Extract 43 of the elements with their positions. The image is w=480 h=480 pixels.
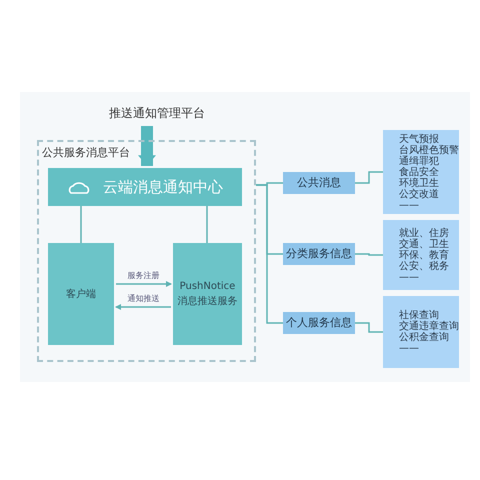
connector-line	[206, 206, 208, 243]
thick-arrow	[138, 126, 156, 166]
arrow	[115, 304, 171, 310]
node-label: 分类服务信息	[286, 246, 352, 262]
node-label: 公共消息	[297, 174, 341, 191]
list-item: 通缉罪犯	[399, 156, 439, 166]
node-label: 个人服务信息	[286, 314, 352, 331]
list-item: 台风橙色预警	[399, 144, 459, 156]
list-item: 交通违章查询	[399, 321, 459, 332]
node-label: 推送通知管理平台	[109, 105, 205, 122]
list-item: ——	[399, 272, 420, 282]
category-box	[283, 172, 355, 194]
connector-line	[355, 253, 383, 256]
list-item: 公交改道	[399, 188, 440, 200]
node-label: PushNotice 消息推送服务	[177, 280, 238, 309]
list-item: 就业、住房	[399, 228, 450, 238]
connector-line	[256, 184, 283, 324]
list-item: 食品安全	[399, 166, 440, 178]
edge-label: 服务注册	[128, 271, 160, 281]
node-label: 客户端	[66, 288, 96, 302]
node-label: 云端消息通知中心	[103, 176, 223, 198]
list-item: 社保查询	[399, 310, 439, 321]
connector-line	[355, 322, 383, 333]
service-box	[48, 243, 114, 345]
list-item: ——	[399, 200, 420, 210]
service-box	[173, 243, 242, 345]
list-item: 公安、税务	[399, 260, 450, 272]
topic-list-box	[383, 130, 459, 214]
arrow	[116, 281, 172, 287]
connector-line	[80, 206, 82, 243]
list-item: 环保、教育	[399, 250, 450, 260]
list-item: 交通、卫生	[399, 238, 450, 250]
connector-line	[355, 171, 383, 184]
list-item: ——	[399, 343, 420, 354]
list-item: 环境卫生	[399, 178, 440, 188]
platform-heading: 公共服务消息平台	[42, 145, 130, 161]
edge-label: 通知推送	[128, 294, 160, 304]
platform-container	[37, 140, 256, 362]
message-center-box	[48, 168, 242, 206]
list-item: 公积金查询	[399, 332, 450, 343]
list-item: 天气预报	[399, 134, 439, 144]
topic-list-box	[383, 296, 459, 368]
topic-list-box	[383, 220, 459, 290]
